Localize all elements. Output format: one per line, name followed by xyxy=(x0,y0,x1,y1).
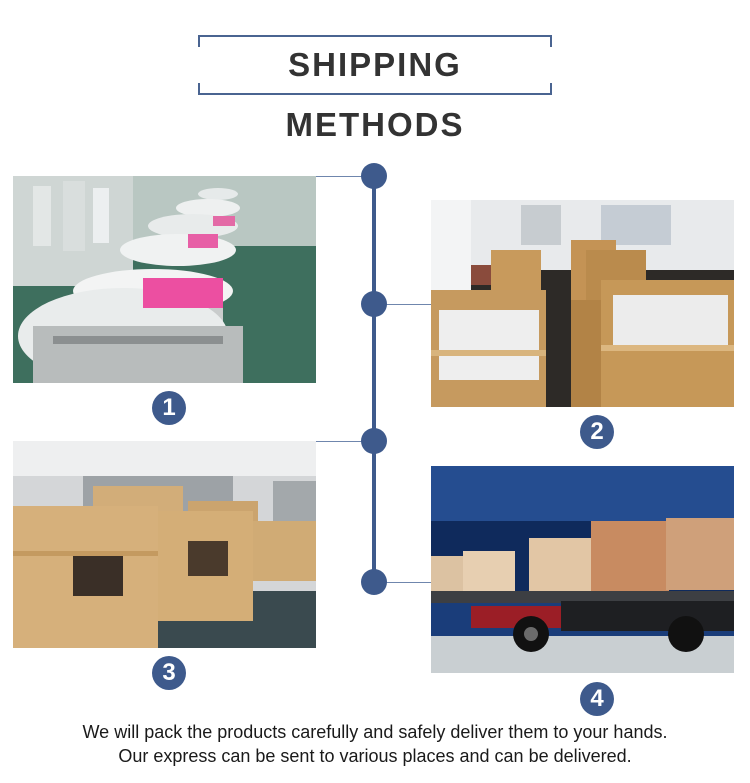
photo-wooden-crates-room xyxy=(431,200,734,407)
timeline-node xyxy=(361,569,387,595)
timeline-connector xyxy=(374,582,432,583)
page-title: SHIPPING METHODS xyxy=(285,46,465,143)
timeline-connector xyxy=(374,304,432,305)
step-badge-1: 1 xyxy=(152,391,186,425)
timeline-line xyxy=(372,176,376,586)
photo-machines-factory xyxy=(13,176,316,383)
photo-truck-delivery xyxy=(431,466,734,673)
caption-line-1: We will pack the products carefully and … xyxy=(82,722,668,742)
step-badge-4: 4 xyxy=(580,682,614,716)
caption-line-2: Our express can be sent to various place… xyxy=(118,746,632,766)
timeline-node xyxy=(361,163,387,189)
step-badge-3: 3 xyxy=(152,656,186,690)
photo-crates-warehouse xyxy=(13,441,316,648)
step-badge-2: 2 xyxy=(580,415,614,449)
timeline-connector xyxy=(316,176,374,177)
timeline-node xyxy=(361,291,387,317)
timeline-connector xyxy=(316,441,374,442)
timeline-node xyxy=(361,428,387,454)
title-frame: SHIPPING METHODS xyxy=(198,35,552,143)
